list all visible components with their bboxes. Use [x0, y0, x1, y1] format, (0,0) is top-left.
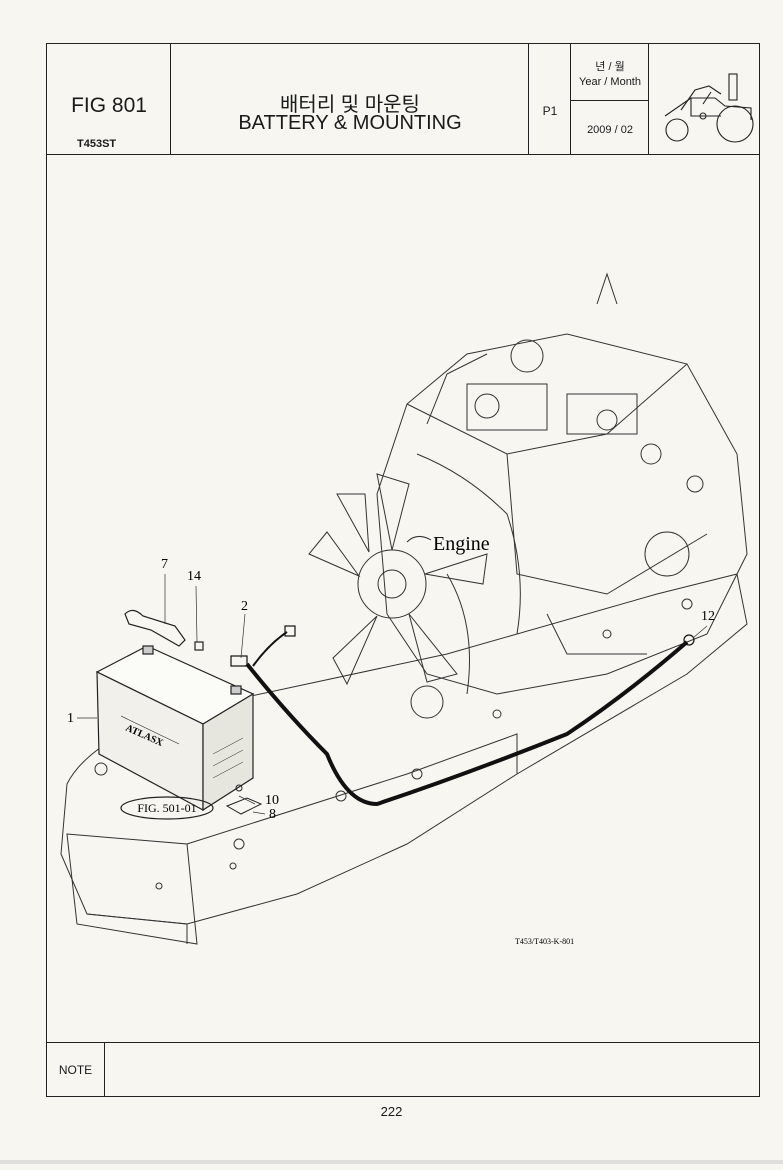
callout-1: 1 — [67, 711, 74, 726]
battery-mounting-diagram: ATLASX 1 2 7 8 10 12 14 Engine — [60, 272, 748, 946]
model-code: T453ST — [77, 138, 117, 150]
engine-label-pointer-icon — [406, 536, 432, 543]
cooling-fan — [308, 473, 488, 686]
engine-label: Engine — [433, 533, 490, 555]
drawing-code: T453/T403-K-801 — [515, 937, 574, 946]
callout-14: 14 — [187, 569, 201, 584]
callout-7: 7 — [161, 557, 168, 572]
battery — [95, 645, 255, 812]
callout-leaders — [77, 574, 708, 815]
page-cell — [529, 44, 571, 154]
year-month-value: 2009 / 02 — [587, 124, 633, 136]
hold-down-bracket — [225, 784, 263, 815]
title-english: BATTERY & MOUNTING — [238, 112, 462, 134]
scan-artifact — [0, 1160, 783, 1164]
fig-number: FIG 801 — [71, 94, 147, 117]
battery-cables — [230, 625, 695, 807]
parts-sheet: FIG 801 T453ST 배터리 및 마운팅 BATTERY & MOUNT… — [46, 43, 760, 1097]
note-row: NOTE — [47, 1042, 759, 1097]
title-cell — [171, 44, 529, 154]
year-month-korean: 년 / 월 — [595, 61, 625, 73]
page-number: 222 — [380, 1104, 403, 1119]
tractor-thumbnail-icon — [664, 73, 754, 143]
callout-12: 12 — [701, 609, 715, 624]
battery-clamp — [124, 609, 204, 651]
fig-cell — [47, 44, 171, 154]
header-block: FIG 801 T453ST 배터리 및 마운팅 BATTERY & MOUNT… — [47, 44, 759, 155]
date-cell — [571, 44, 649, 154]
fig-reference[interactable]: FIG. 501-01 — [137, 801, 196, 815]
page-label: P1 — [542, 104, 558, 118]
callout-10: 10 — [265, 793, 279, 808]
fig-reference-oval — [120, 796, 214, 820]
callout-2: 2 — [241, 599, 248, 614]
title-korean: 배터리 및 마운팅 — [280, 94, 420, 116]
engine-assembly — [376, 272, 748, 719]
year-month-english: Year / Month — [579, 76, 641, 88]
callout-8: 8 — [269, 807, 276, 822]
note-label: NOTE — [47, 1043, 105, 1097]
date-divider — [571, 100, 649, 101]
